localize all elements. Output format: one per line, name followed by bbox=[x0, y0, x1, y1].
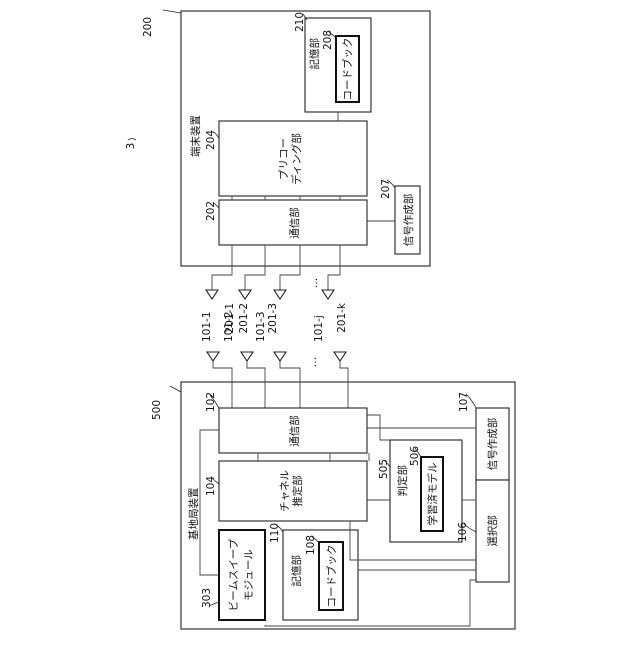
antenna-101-j-ref: 101-j bbox=[313, 315, 325, 342]
terminal-codebook-label: コードブック bbox=[341, 38, 354, 101]
base-codebook-label: コードブック bbox=[325, 545, 338, 608]
base-channel-ref: 104 bbox=[205, 476, 217, 496]
terminal-antenna-ellipsis: … bbox=[308, 278, 320, 289]
terminal-device-ref-leader bbox=[163, 10, 181, 13]
antenna-201-2-icon bbox=[239, 290, 251, 299]
base-model-ref: 506 bbox=[409, 446, 421, 466]
antenna-201-1-icon bbox=[206, 290, 218, 299]
base-judge-ref: 505 bbox=[378, 459, 390, 479]
antenna-201-3-ref: 201-3 bbox=[267, 303, 279, 334]
terminal-signal-label: 信号作成部 bbox=[402, 194, 415, 247]
base-comm-label: 通信部 bbox=[288, 415, 301, 447]
base-station-ref-leader bbox=[170, 386, 181, 392]
terminal-device-title: 端末装置 bbox=[189, 115, 202, 157]
terminal-precoding-label-1: プリコー bbox=[278, 138, 290, 180]
figure-number-underline bbox=[128, 139, 136, 141]
antenna-101-1-ref: 101-1 bbox=[201, 311, 213, 342]
terminal-precoding-label-2: ディング部 bbox=[290, 133, 303, 185]
base-beam-label-2: モジュール bbox=[243, 549, 255, 601]
antenna-201-k-ref: 201-k bbox=[336, 302, 348, 333]
base-select-ref: 106 bbox=[457, 522, 469, 542]
base-station-antenna-ellipsis: … bbox=[307, 357, 319, 368]
antenna-201-k-icon bbox=[322, 290, 334, 299]
base-beam-label-1: ビームスイープ bbox=[228, 538, 240, 611]
antenna-101-j-icon bbox=[334, 352, 346, 361]
base-signal-ref: 107 bbox=[458, 392, 470, 412]
antenna-101-1-icon bbox=[207, 352, 219, 361]
terminal-storage-label: 記憶部 bbox=[308, 38, 321, 70]
base-station-ref: 500 bbox=[151, 400, 163, 420]
antenna-101-3-icon bbox=[274, 352, 286, 361]
base-beam-box bbox=[219, 530, 265, 620]
antenna-101-3-ref: 101-3 bbox=[255, 311, 267, 342]
terminal-comm-label: 通信部 bbox=[288, 207, 301, 239]
antenna-201-3-icon bbox=[274, 290, 286, 299]
base-storage-ref: 110 bbox=[269, 523, 281, 543]
base-signal-label: 信号作成部 bbox=[486, 418, 499, 471]
base-channel-label-2: 推定部 bbox=[291, 475, 304, 507]
antenna-201-2-ref: 201-2 bbox=[238, 303, 250, 334]
base-station-title: 基地局装置 bbox=[187, 488, 200, 541]
terminal-codebook-ref: 208 bbox=[322, 30, 334, 50]
base-model-label: 学習済モデル bbox=[426, 463, 439, 526]
antenna-101-2-icon bbox=[241, 352, 253, 361]
base-channel-label-1: チャネル bbox=[279, 470, 291, 512]
base-judge-label: 判定部 bbox=[396, 465, 409, 497]
terminal-device-ref: 200 bbox=[142, 17, 154, 37]
figure-number: 3 bbox=[125, 143, 137, 150]
base-codebook-ref: 108 bbox=[305, 535, 317, 555]
base-select-label: 選択部 bbox=[486, 515, 499, 547]
antenna-101-2-ref: 101-2 bbox=[223, 311, 235, 342]
base-storage-label: 記憶部 bbox=[290, 555, 303, 587]
